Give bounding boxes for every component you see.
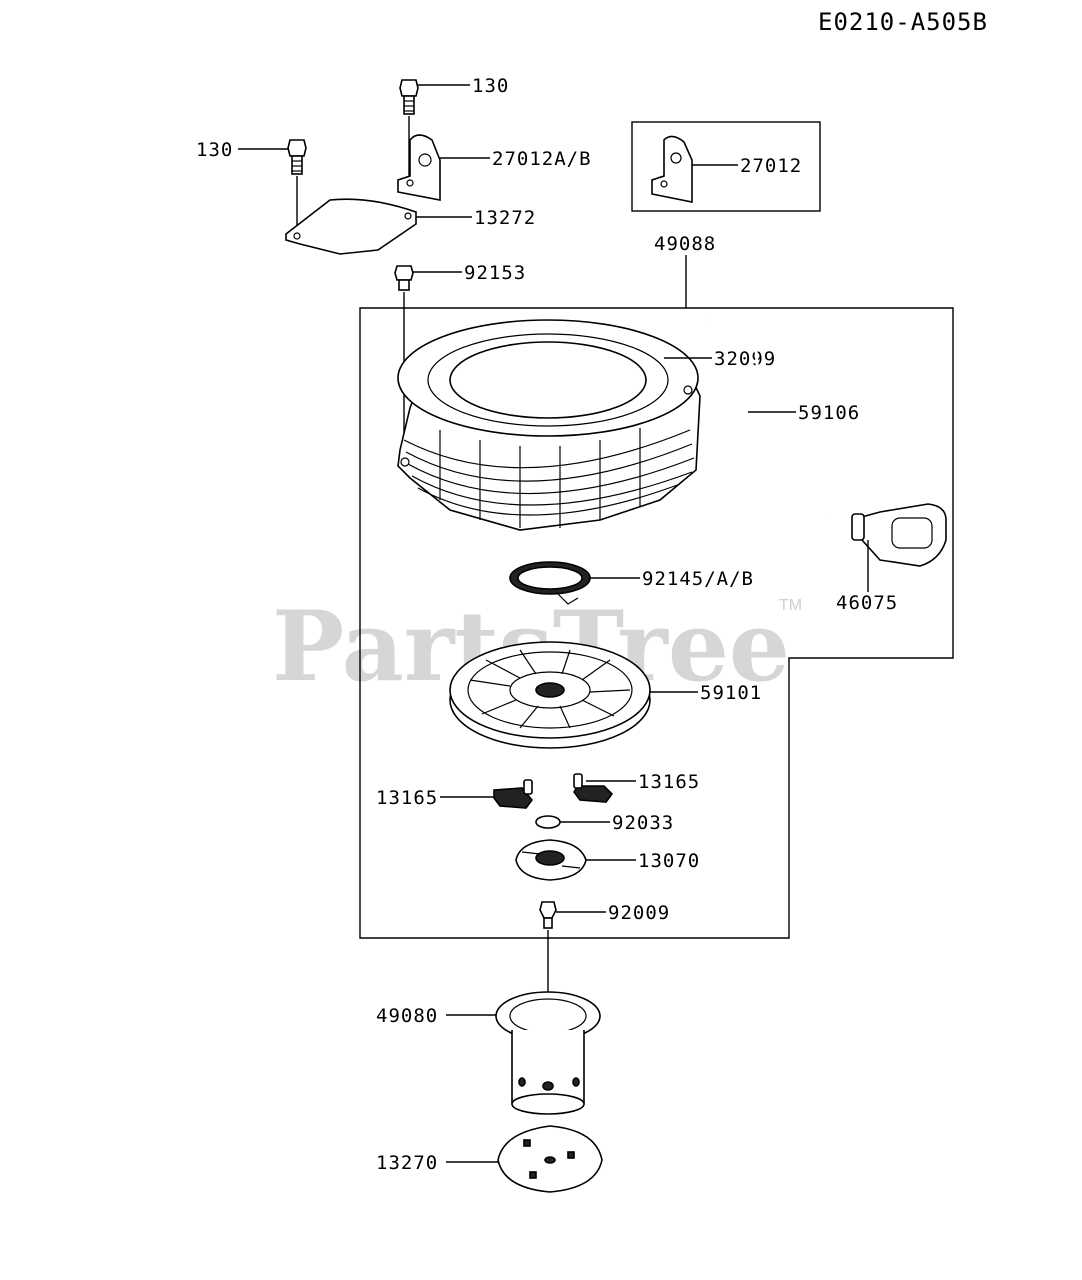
diagram-code: E0210-A505B [818,8,988,36]
watermark-tm: TM [779,597,802,614]
part-130-bolt-left[interactable] [287,139,307,175]
inset-box-27012 [631,121,821,212]
assembly-outline-49088 [359,307,954,939]
label-46075[interactable]: 46075 [836,592,898,614]
part-46075-handle[interactable] [851,503,947,567]
part-27012-bracket[interactable] [651,135,693,203]
label-32099[interactable]: 32099 [714,348,776,370]
part-92153-bolt[interactable] [394,265,414,291]
part-49080-starter-cup[interactable] [495,991,601,1115]
label-49080[interactable]: 49080 [376,1005,438,1027]
part-92145-spring[interactable] [509,561,591,605]
label-49088[interactable]: 49088 [654,233,716,255]
label-59101[interactable]: 59101 [700,682,762,704]
part-13165-pawl-left[interactable] [493,779,534,809]
part-92009-screw[interactable] [539,901,557,929]
label-27012ab[interactable]: 27012A/B [492,148,592,170]
part-130-bolt-upper[interactable] [399,79,419,115]
label-92009[interactable]: 92009 [608,902,670,924]
label-13165-left[interactable]: 13165 [376,787,438,809]
label-130-left[interactable]: 130 [196,139,233,161]
label-27012[interactable]: 27012 [740,155,802,177]
part-13270-plate[interactable] [497,1125,603,1193]
part-13070-ratchet[interactable] [515,839,587,881]
label-13070[interactable]: 13070 [638,850,700,872]
label-13270[interactable]: 13270 [376,1152,438,1174]
part-13272-cover-plate[interactable] [285,198,417,255]
part-92033-ring[interactable] [535,815,561,829]
label-92033[interactable]: 92033 [612,812,674,834]
label-13165-right[interactable]: 13165 [638,771,700,793]
part-59101-reel[interactable] [449,641,651,749]
label-59106[interactable]: 59106 [798,402,860,424]
label-92153[interactable]: 92153 [464,262,526,284]
part-32099-recoil-case[interactable] [397,319,701,531]
part-27012ab-bracket[interactable] [397,134,441,201]
label-130-upper[interactable]: 130 [472,75,509,97]
label-92145[interactable]: 92145/A/B [642,568,754,590]
part-13165-pawl-right[interactable] [573,773,614,803]
label-13272[interactable]: 13272 [474,207,536,229]
